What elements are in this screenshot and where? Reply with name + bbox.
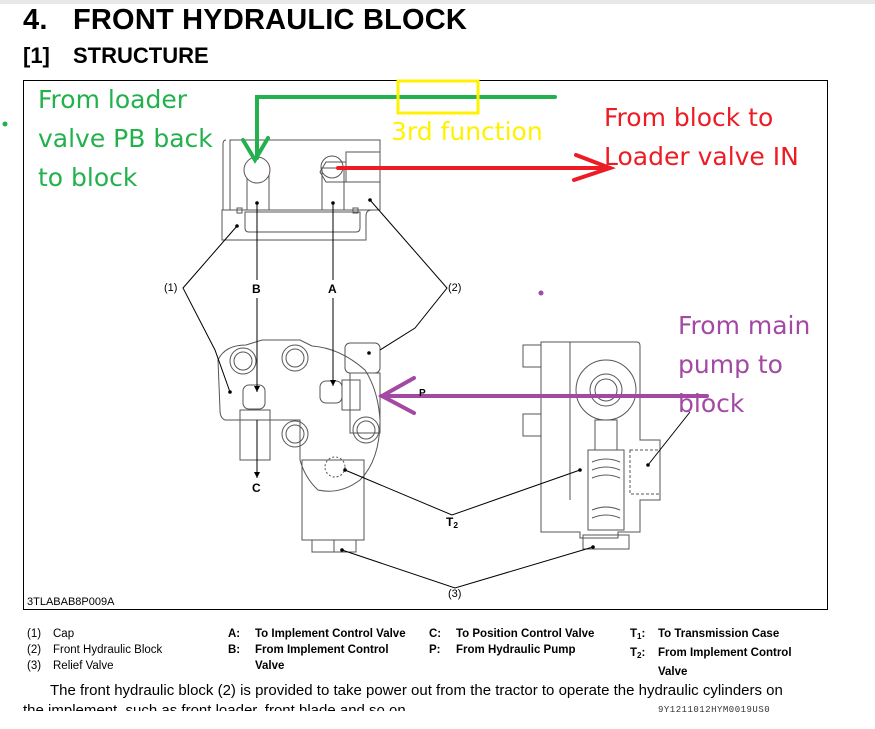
relief-valve-body xyxy=(540,341,661,539)
section-heading: 4. FRONT HYDRAULIC BLOCK xyxy=(23,4,467,37)
legend-item: (3)Relief Valve xyxy=(27,660,114,672)
subsection-number: [1] xyxy=(23,43,50,68)
annotation-loader-in: From block to Loader valve IN xyxy=(604,103,799,171)
annotation-third-function: 3rd function xyxy=(391,117,543,146)
legend-item: B:From Implement Control xyxy=(228,644,389,656)
legend-item: (2)Front Hydraulic Block xyxy=(27,644,163,656)
front-hydraulic-block-body xyxy=(217,339,381,492)
subsection-heading: [1] STRUCTURE xyxy=(23,43,209,69)
cap-body xyxy=(221,139,381,241)
callout-cap: (1) xyxy=(164,282,178,294)
third-function-box xyxy=(396,79,480,115)
legend-item: (1)Cap xyxy=(27,628,75,640)
annotation-main-pump: From main pump to block xyxy=(678,311,811,418)
description-line-2: the implement, such as front loader, fro… xyxy=(23,702,410,711)
description-paragraph: The front hydraulic block (2) is provide… xyxy=(23,681,843,711)
legend-item: P:From Hydraulic Pump xyxy=(429,644,576,656)
legend-item: A:To Implement Control Valve xyxy=(228,628,406,640)
section-title: FRONT HYDRAULIC BLOCK xyxy=(73,4,468,36)
legend-item: T1:To Transmission Case xyxy=(630,628,780,641)
document-code: 9Y1211012HYM0019US0 xyxy=(658,705,771,712)
cap-upper xyxy=(222,139,380,211)
callout-relief-valve: (3) xyxy=(448,588,462,600)
legend-ports-1: A:To Implement Control Valve B:From Impl… xyxy=(228,628,406,672)
red-flow-arrow xyxy=(336,153,616,182)
purple-flow-arrow xyxy=(377,376,709,415)
legend-parts: (1)Cap (2)Front Hydraulic Block (3)Relie… xyxy=(27,626,162,674)
port-c-label: C xyxy=(252,481,261,495)
callout-block: (2) xyxy=(448,282,462,294)
port-a-label: A xyxy=(328,282,337,296)
port-p-label: P xyxy=(419,388,426,399)
legend-item: C:To Position Control Valve xyxy=(429,628,595,640)
top-edge xyxy=(0,0,875,4)
section-number: 4. xyxy=(23,4,48,36)
legend-ports-3: T1:To Transmission Case T2:From Implemen… xyxy=(630,628,792,678)
port-b-label: B xyxy=(252,282,261,296)
legend-item: T2:From Implement Control xyxy=(630,647,792,660)
subsection-title: STRUCTURE xyxy=(73,43,209,68)
port-t2-label: T2 xyxy=(446,515,459,530)
annotation-loader-return: From loader valve PB back to block xyxy=(38,85,213,192)
legend-ports-2: C:To Position Control Valve P:From Hydra… xyxy=(429,626,594,658)
mounting-bolts xyxy=(229,344,380,448)
figure-id: 3TLABAB8P009A xyxy=(27,596,115,608)
green-flow-arrow xyxy=(241,95,557,164)
